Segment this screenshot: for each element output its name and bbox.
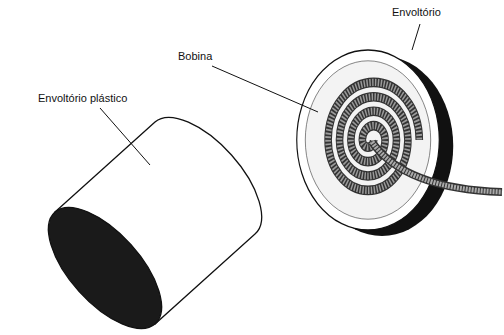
cable-outline <box>372 142 502 192</box>
part-label: Envoltório <box>392 6 441 19</box>
cable <box>372 142 502 192</box>
leader-line <box>412 24 420 50</box>
part-label: Bobina <box>178 50 212 63</box>
leader-line <box>100 108 150 165</box>
leader-line <box>212 66 318 112</box>
plastic-housing-face <box>29 189 181 335</box>
part-label: Envoltório plástico <box>38 92 127 105</box>
housing-face <box>297 50 440 230</box>
